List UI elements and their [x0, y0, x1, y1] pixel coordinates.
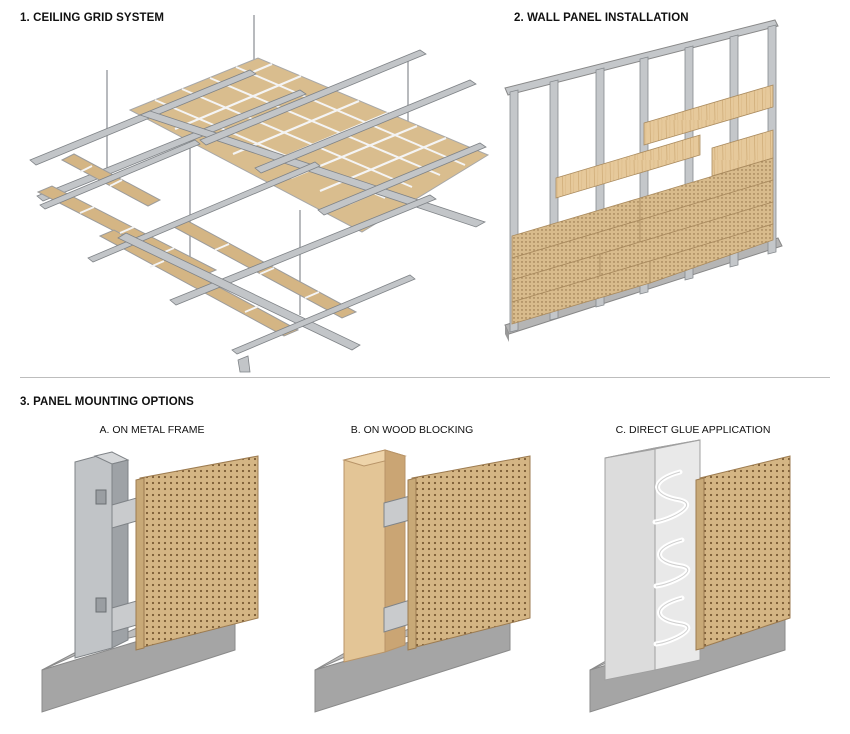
acoustic-panel	[411, 455, 531, 649]
section-divider	[20, 377, 830, 378]
bracket	[95, 597, 107, 613]
main-runner	[29, 69, 257, 166]
runner-end	[237, 355, 251, 373]
acoustic-panel	[699, 455, 791, 649]
main-runner	[317, 142, 487, 216]
main-runner	[254, 79, 477, 174]
wall-board	[643, 84, 774, 146]
top-track	[504, 19, 779, 96]
main-runner	[169, 194, 437, 306]
wall-installation-drawing	[504, 19, 783, 342]
wall-board	[649, 223, 774, 284]
section-title-ceiling: 1. CEILING GRID SYSTEM	[20, 12, 165, 24]
main-runner	[39, 139, 201, 210]
bracket	[95, 489, 107, 505]
wall-panels	[511, 84, 774, 325]
section-title-mounting: 3. PANEL MOUNTING OPTIONS	[20, 396, 194, 408]
section-title-wall: 2. WALL PANEL INSTALLATION	[514, 12, 689, 24]
ceiling-grid-drawing	[29, 15, 490, 373]
metal-channel	[74, 451, 113, 659]
main-runner	[231, 274, 416, 355]
wood-block	[343, 449, 386, 663]
option-label-wood-blocking: B. ON WOOD BLOCKING	[350, 424, 474, 436]
main-runner	[199, 49, 427, 146]
option-label-metal-frame: A. ON METAL FRAME	[99, 424, 205, 436]
option-wood-blocking-drawing	[314, 449, 531, 713]
option-direct-glue-drawing	[589, 439, 791, 713]
wall-board	[555, 134, 701, 199]
option-metal-frame-drawing	[41, 451, 259, 713]
substrate-wall	[604, 447, 656, 681]
main-runner	[87, 161, 321, 263]
option-label-direct-glue: C. DIRECT GLUE APPLICATION	[615, 424, 771, 436]
main-runner	[117, 232, 361, 351]
acoustic-panel	[139, 455, 259, 649]
